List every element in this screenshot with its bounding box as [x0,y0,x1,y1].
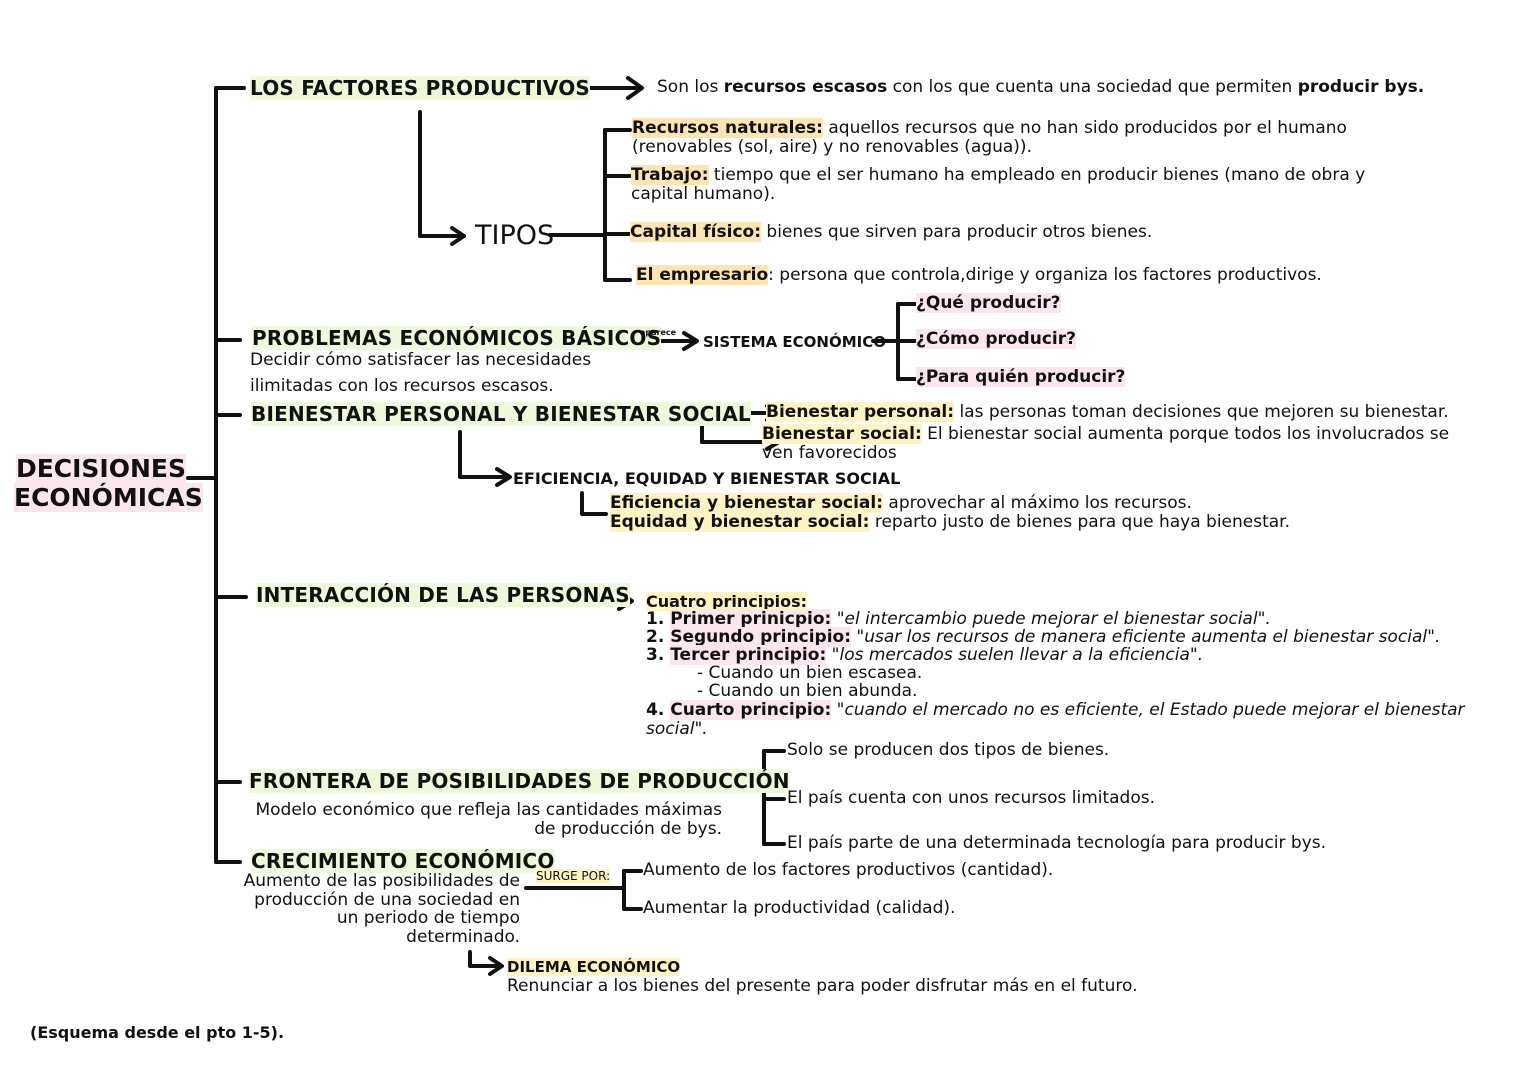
tipo-text: tiempo que el ser humano ha empleado en … [708,165,1366,185]
pregunta-que: ¿Qué producir? [916,293,1061,313]
principio-3-sub-1: - Cuando un bien escasea. [697,663,923,683]
tipo-capital-fisico: Capital físico: bienes que sirven para p… [630,222,1153,242]
bienestar-title-text: BIENESTAR PERSONAL Y BIENESTAR SOCIAL [251,402,751,426]
bienestar-social-text: El bienestar social aumenta porque todos… [921,424,1450,444]
pregunta-como: ¿Cómo producir? [916,329,1076,349]
causa-item: Aumentar la productividad (calidad). [643,898,956,918]
tipo-empresario: El empresario: persona que controla,diri… [636,265,1322,285]
principio-4: 4. Cuarto principio: "cuando el mercado … [646,700,1465,739]
problemas-desc-2: ilimitadas con los recursos escasos. [250,376,554,396]
tipos-label: TIPOS [475,220,555,251]
frontera-title-text: FRONTERA DE POSIBILIDADES DE PRODUCCIÓN [249,769,790,793]
tipo-text-line2: capital humano). [631,184,776,204]
equidad-item: Equidad y bienestar social: reparto just… [610,512,1291,532]
tipo-recursos-naturales: Recursos naturales: aquellos recursos qu… [632,118,1347,157]
principio-1: 1. Primer prinicpio: "el intercambio pue… [646,609,1271,629]
crecimiento-desc: Aumento de las posibilidades de producci… [243,871,520,947]
frontera-item: El país parte de una determinada tecnolo… [787,833,1327,853]
tipo-label: El empresario [636,265,769,285]
problemas-title: PROBLEMAS ECONÓMICOS BÁSICOS [252,326,662,350]
root-title-line1: DECISIONES [15,454,186,483]
tipo-text: bienes que sirven para producir otros bi… [761,222,1153,242]
problemas-title-text: PROBLEMAS ECONÓMICOS BÁSICOS [252,326,662,350]
tipo-label: Trabajo: [631,165,709,185]
factores-def-d: producir bys. [1297,77,1425,97]
bienestar-social: Bienestar social: El bienestar social au… [762,424,1450,463]
eficiencia-label: Eficiencia y bienestar social: [610,493,884,513]
bienestar-social-text-line2: ven favorecidos [762,443,897,463]
dilema-title: DILEMA ECONÓMICO [507,958,681,976]
factores-title-text: LOS FACTORES PRODUCTIVOS [250,76,590,100]
crecimiento-title: CRECIMIENTO ECONÓMICO [251,849,555,873]
tipo-trabajo: Trabajo: tiempo que el ser humano ha emp… [631,165,1366,204]
factores-definition: Son los recursos escasos con los que cue… [657,78,1424,97]
footer-note: (Esquema desde el pto 1-5). [30,1023,285,1042]
root-title: DECISIONES ECONÓMICAS [14,454,203,512]
equidad-label: Equidad y bienestar social: [610,512,870,532]
frontera-title: FRONTERA DE POSIBILIDADES DE PRODUCCIÓN [249,769,790,793]
equidad-text: reparto justo de bienes para que haya bi… [869,512,1291,532]
frontera-item: Solo se producen dos tipos de bienes. [787,740,1110,760]
bienestar-title: BIENESTAR PERSONAL Y BIENESTAR SOCIAL [251,402,751,426]
interaccion-title: INTERACCIÓN DE LAS PERSONAS [256,583,630,607]
tipo-text: : persona que controla,dirige y organiza… [768,265,1322,285]
principios-title: Cuatro principios: [646,592,808,611]
factores-def-c: con los que cuenta una sociedad que perm… [887,77,1298,97]
principio-3-sub-2: - Cuando un bien abunda. [697,681,918,701]
surge-por-label: SURGE POR: [536,869,611,883]
tipo-label: Capital físico: [630,222,762,242]
eficiencia-item: Eficiencia y bienestar social: aprovecha… [610,493,1192,513]
frontera-item: El país cuenta con unos recursos limitad… [787,788,1156,808]
principio-3: 3. Tercer principio: "los mercados suele… [646,645,1204,665]
root-title-line2: ECONÓMICAS [14,483,203,512]
eficiencia-text: aprovechar al máximo los recursos. [883,493,1192,513]
problemas-desc-1: Decidir cómo satisfacer las necesidades [250,350,592,370]
factores-def-b: recursos escasos [723,77,888,97]
bienestar-personal-label: Bienestar personal: [766,402,955,422]
frontera-desc: Modelo económico que refleja las cantida… [255,800,722,839]
bienestar-personal-text: las personas toman decisiones que mejore… [954,402,1449,422]
causa-item: Aumento de los factores productivos (can… [643,860,1054,880]
interaccion-title-text: INTERACCIÓN DE LAS PERSONAS [256,583,630,607]
bienestar-social-label: Bienestar social: [762,424,922,444]
factores-def-a: Son los [657,77,724,97]
dilema-text: Renunciar a los bienes del presente para… [507,976,1138,996]
tipo-text: aquellos recursos que no han sido produc… [822,118,1347,138]
tipo-text-line2: (renovables (sol, aire) y no renovables … [632,137,1032,157]
crecimiento-title-text: CRECIMIENTO ECONÓMICO [251,849,555,873]
aparece-label: aparece [640,328,677,337]
bienestar-personal: Bienestar personal: las personas toman d… [766,402,1449,422]
eficiencia-title: EFICIENCIA, EQUIDAD Y BIENESTAR SOCIAL [513,469,901,488]
sistema-economico: SISTEMA ECONÓMICO [703,333,887,351]
principio-2: 2. Segundo principio: "usar los recursos… [646,627,1441,647]
pregunta-para-quien: ¿Para quién producir? [916,367,1126,387]
factores-title: LOS FACTORES PRODUCTIVOS [250,76,590,100]
tipo-label: Recursos naturales: [632,118,823,138]
